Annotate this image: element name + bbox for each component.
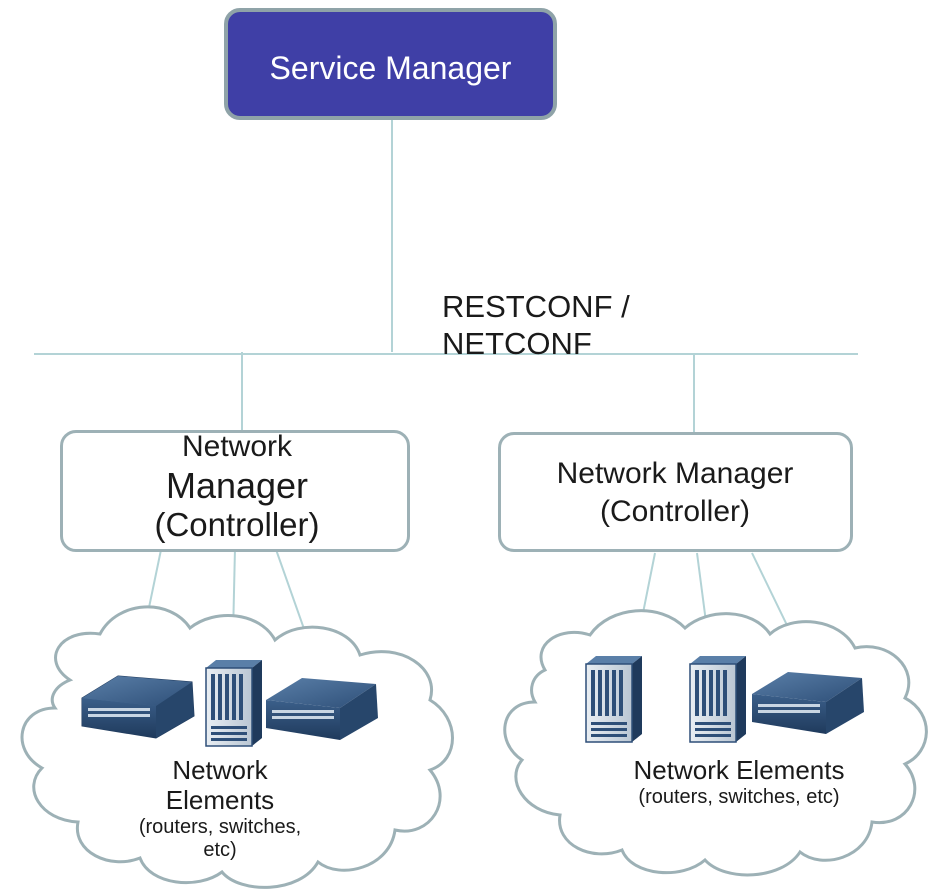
protocol-label: RESTCONF / NETCONF <box>442 288 630 362</box>
switch-icon <box>752 672 864 734</box>
network-manager-label-1: Network Manager (Controller) <box>132 430 342 544</box>
service-manager-label: Service Manager <box>269 50 512 86</box>
service-manager-box: Service Manager <box>224 8 557 120</box>
cloud-1-line-3: (routers, switches, <box>138 815 302 838</box>
router-icon <box>689 656 746 743</box>
protocol-line-2: NETCONF <box>442 326 592 362</box>
network-manager-box-1 <box>60 430 410 552</box>
cloud-1-line-2: Elements <box>165 784 275 815</box>
cloud-1-line-4: etc) <box>203 838 237 861</box>
network-manager-label-2: Network Manager (Controller) <box>510 455 840 530</box>
protocol-line-1: RESTCONF / <box>442 289 630 324</box>
network-manager-box-2 <box>498 432 853 552</box>
controller-2-line-2: (Controller) <box>599 494 751 528</box>
router-icon <box>205 660 262 747</box>
connector-lines <box>34 118 858 681</box>
controller-2-line-1: Network Manager <box>556 457 794 490</box>
controller-1-line-3: (Controller) <box>154 505 320 543</box>
switch-icon <box>266 678 378 740</box>
controller-1-line-1: Network <box>181 430 293 463</box>
cloud-2-line-2: (routers, switches, etc) <box>638 785 840 808</box>
network-elements-label-2: Network Elements (routers, switches, etc… <box>594 755 884 809</box>
cloud-1-line-1: Network <box>172 755 268 785</box>
network-elements-label-1: Network Elements (routers, switches, etc… <box>98 755 342 862</box>
switch-icon <box>81 675 195 739</box>
controller-1-line-2: Manager <box>165 464 309 506</box>
cloud-2-line-1: Network Elements <box>633 755 845 785</box>
network-elements-cloud-right <box>503 609 928 877</box>
router-icon <box>585 656 642 743</box>
